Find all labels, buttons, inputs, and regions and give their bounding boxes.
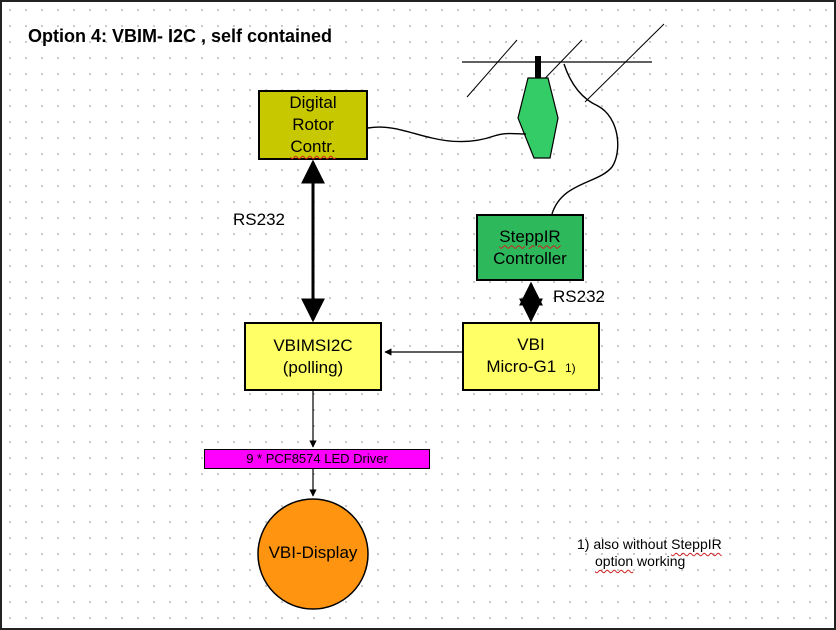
rotor-line2: Rotor xyxy=(292,115,334,134)
antenna-element-1 xyxy=(466,39,518,98)
vbi-micro-g1-box[interactable]: VBI Micro-G1 1) xyxy=(462,322,600,391)
steppir-feed-cable xyxy=(551,63,619,215)
page-title: Option 4: VBIM- I2C , self contained xyxy=(28,26,333,46)
footnote-steppir: SteppIR xyxy=(671,536,722,552)
led-driver-bar[interactable]: 9 * PCF8574 LED Driver xyxy=(204,449,430,469)
vbi-line2: Micro-G1 xyxy=(486,357,557,376)
display-circle xyxy=(257,498,369,610)
digital-rotor-controller-box[interactable]: Digital Rotor Contr. xyxy=(258,90,368,160)
led-driver-label: 9 * PCF8574 LED Driver xyxy=(246,451,388,466)
vbi-line1: VBI xyxy=(517,335,545,354)
footnote-prefix: 1) also without xyxy=(577,536,668,552)
vbi-line2-row: Micro-G1 1) xyxy=(486,356,575,379)
vbi-display-label: VBI-Display xyxy=(268,543,358,562)
vbimsi2c-line1: VBIMSI2C xyxy=(273,335,353,355)
rotor-line3: Contr. xyxy=(290,137,336,156)
vbimsi2c-line2: (polling) xyxy=(282,357,344,377)
footnote-line2: option working xyxy=(577,553,722,570)
rotor-line1: Digital xyxy=(289,93,337,112)
footnote: 1) also without SteppIR option working xyxy=(577,536,722,570)
rs232-label-left: RS232 xyxy=(233,210,285,229)
footnote-line1: 1) also without SteppIR xyxy=(577,536,722,553)
vbimsi2c-box[interactable]: VBIMSI2C (polling) xyxy=(244,322,382,391)
rs232-label-right: RS232 xyxy=(553,287,605,306)
steppir-line2: Controller xyxy=(493,248,567,268)
footnote-option: option xyxy=(595,553,634,569)
rotor-motor-icon xyxy=(517,77,559,159)
steppir-controller-box[interactable]: SteppIR Controller xyxy=(476,214,584,281)
footnote-working: working xyxy=(637,553,686,569)
vbi-footnote-mark: 1) xyxy=(564,361,576,375)
steppir-line1: SteppIR xyxy=(499,226,561,246)
rotor-cable xyxy=(367,126,527,143)
antenna-element-3 xyxy=(584,23,665,103)
